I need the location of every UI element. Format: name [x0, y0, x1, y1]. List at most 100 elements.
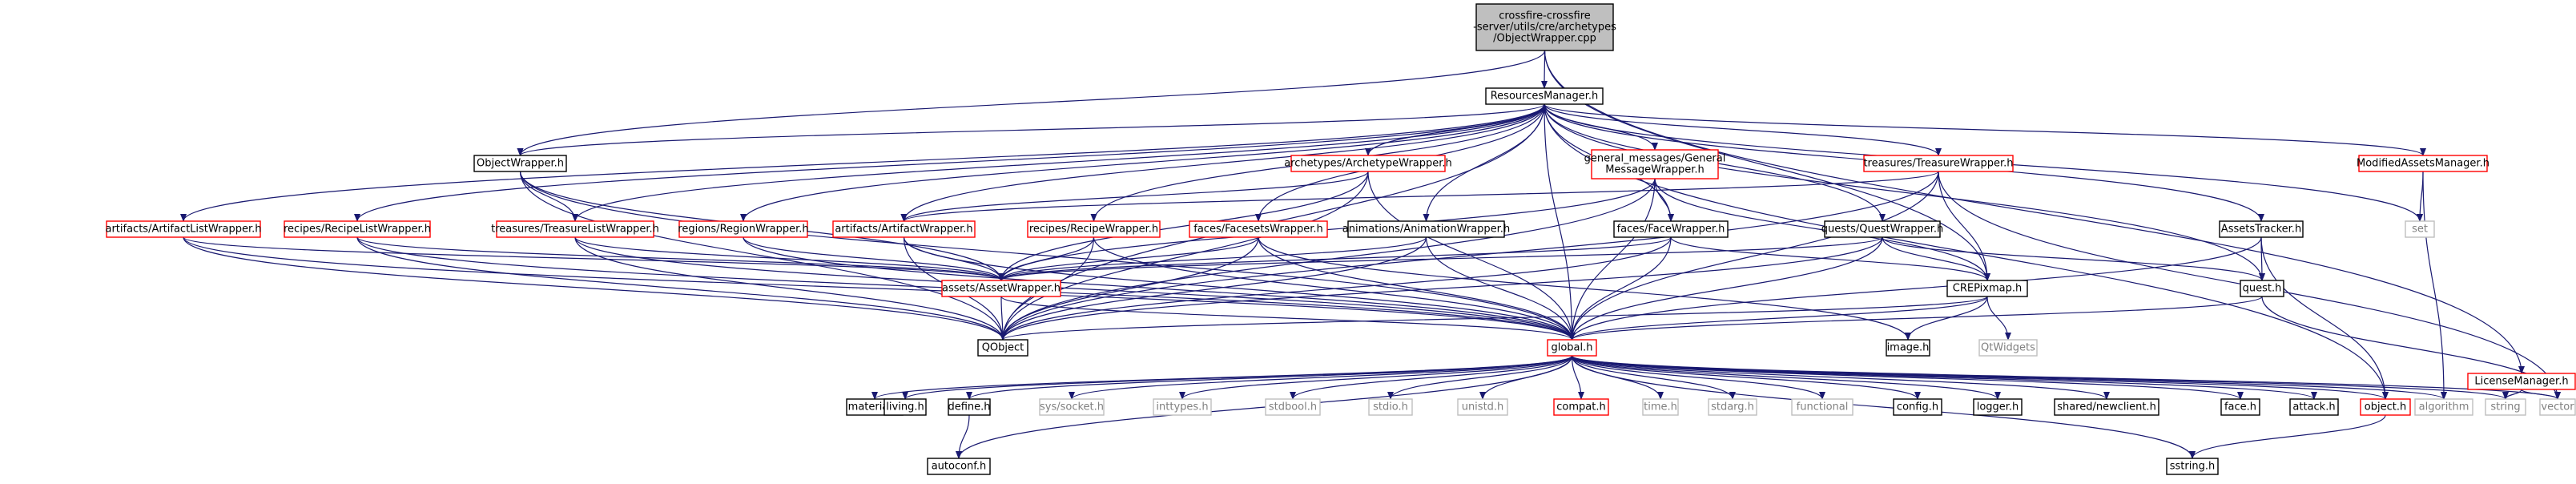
node-unistd[interactable]: unistd.h: [1457, 398, 1508, 416]
node-sstring-box: [2166, 458, 2219, 475]
node-functional[interactable]: functional: [1791, 398, 1854, 416]
edge-global-to-material: [871, 355, 1573, 400]
edge-global-to-functional: [1571, 355, 1825, 400]
node-stdarg[interactable]: stdarg.h: [1708, 398, 1757, 416]
node-quest[interactable]: quest.h: [2240, 280, 2284, 297]
node-attack-label-0: attack.h: [2292, 401, 2335, 413]
node-questwrapper[interactable]: quests/QuestWrapper.h: [1821, 220, 1943, 238]
node-artifactlist[interactable]: artifacts/ArtifactListWrapper.h: [105, 220, 262, 238]
edge-resources-to-treasurelist: [572, 103, 1545, 222]
node-compat-box: [1553, 398, 1609, 416]
node-time[interactable]: time.h: [1642, 398, 1679, 416]
node-resources-label-0: ResourcesManager.h: [1491, 91, 1599, 103]
node-syssocket[interactable]: sys/socket.h: [1039, 398, 1105, 416]
node-stdio[interactable]: stdio.h: [1368, 398, 1413, 416]
node-crepixmap-label-0: CREPixmap.h: [1953, 283, 2022, 295]
node-treasurelist-box: [496, 220, 654, 238]
node-artifactlist-label-0: artifacts/ArtifactListWrapper.h: [105, 224, 261, 236]
node-newclient[interactable]: shared/newclient.h: [2054, 398, 2159, 416]
node-resources[interactable]: ResourcesManager.h: [1485, 87, 1604, 105]
edge-facesetswrapper-to-qobject: [1000, 236, 1259, 341]
edge-animationwrapper-to-global: [1425, 236, 1576, 341]
node-qtwidgets-box: [1978, 339, 2038, 357]
node-set[interactable]: set: [2405, 220, 2435, 238]
edge-facewrapper-to-crepixmap: [1670, 236, 1990, 281]
node-autoconf-label-0: autoconf.h: [932, 461, 987, 473]
node-facesetswrapper-box: [1189, 220, 1328, 238]
node-modifiedassets-box: [2358, 155, 2488, 172]
node-newclient-box: [2054, 398, 2159, 416]
node-algorithm[interactable]: algorithm: [2414, 398, 2473, 416]
node-autoconf[interactable]: autoconf.h: [927, 458, 991, 475]
node-treasurelist[interactable]: treasures/TreasureListWrapper.h: [491, 220, 659, 238]
edge-resources-to-artifactlist: [180, 103, 1545, 222]
edge-treasurelist-to-assetwrapper: [574, 236, 1004, 281]
edge-object-to-sstring: [2189, 414, 2386, 459]
node-stdbool[interactable]: stdbool.h: [1265, 398, 1321, 416]
node-artifactwrapper[interactable]: artifacts/ArtifactWrapper.h: [832, 220, 976, 238]
edge-facesetswrapper-to-assetwrapper: [998, 236, 1259, 281]
node-logger[interactable]: logger.h: [1973, 398, 2023, 416]
edge-global-to-define: [966, 355, 1573, 400]
node-attack[interactable]: attack.h: [2289, 398, 2339, 416]
edge-assetstracker-to-global: [1568, 236, 2262, 341]
node-assetstracker[interactable]: AssetsTracker.h: [2219, 220, 2304, 238]
node-assetstracker-label-0: AssetsTracker.h: [2221, 224, 2301, 236]
edge-generalmessage-to-global: [1568, 178, 1656, 341]
node-licensemanager[interactable]: LicenseManager.h: [2467, 373, 2576, 390]
node-licensemanager-box: [2467, 373, 2576, 390]
edge-crepixmap-to-global: [1568, 296, 1988, 341]
node-assetwrapper[interactable]: assets/AssetWrapper.h: [941, 280, 1061, 297]
edge-root-to-licensemanager: [1544, 50, 2525, 374]
node-image-box: [1886, 339, 1930, 357]
node-living[interactable]: living.h: [883, 398, 927, 416]
edge-assetstracker-to-object: [2260, 236, 2389, 400]
node-global-label-0: global.h: [1551, 342, 1592, 354]
edge-treasurewrapper-to-global: [1568, 171, 1939, 341]
node-stdarg-label-0: stdarg.h: [1711, 401, 1754, 413]
edge-treasurewrapper-to-artifactwrapper: [900, 171, 1939, 222]
edge-regionwrapper-to-assetwrapper: [743, 236, 1004, 281]
edge-archetypewrapper-to-qobject: [1000, 171, 1369, 341]
node-treasurewrapper[interactable]: treasures/TreasureWrapper.h: [1863, 155, 2014, 172]
node-assetstracker-box: [2219, 220, 2304, 238]
node-recipelist-box: [284, 220, 431, 238]
edge-global-to-syssocket: [1069, 355, 1573, 400]
node-facesetswrapper-label-0: faces/FacesetsWrapper.h: [1193, 224, 1322, 236]
node-autoconf-box: [927, 458, 991, 475]
node-animationwrapper[interactable]: animations/AnimationWrapper.h: [1342, 220, 1510, 238]
node-regionwrapper[interactable]: regions/RegionWrapper.h: [678, 220, 809, 238]
node-objectwrapper-box: [473, 155, 567, 172]
node-archetypewrapper[interactable]: archetypes/ArchetypeWrapper.h: [1284, 155, 1452, 172]
node-modifiedassets[interactable]: ModifiedAssetsManager.h: [2357, 155, 2489, 172]
edge-questwrapper-to-qobject: [1000, 236, 1883, 341]
node-define[interactable]: define.h: [948, 398, 991, 416]
node-global[interactable]: global.h: [1547, 339, 1597, 357]
node-recipelist[interactable]: recipes/RecipeListWrapper.h: [284, 220, 431, 238]
node-crepixmap[interactable]: CREPixmap.h: [1946, 280, 2028, 297]
node-vector[interactable]: vector: [2539, 398, 2576, 416]
node-string[interactable]: string: [2485, 398, 2526, 416]
node-face[interactable]: face.h: [2220, 398, 2260, 416]
node-compat[interactable]: compat.h: [1553, 398, 1609, 416]
node-qtwidgets[interactable]: QtWidgets: [1978, 339, 2038, 357]
node-root-label-1: -server/utils/cre/archetypes: [1473, 22, 1616, 34]
node-objectwrapper[interactable]: ObjectWrapper.h: [473, 155, 567, 172]
node-recipewrapper[interactable]: recipes/RecipeWrapper.h: [1027, 220, 1161, 238]
node-unistd-box: [1457, 398, 1508, 416]
node-facewrapper[interactable]: faces/FaceWrapper.h: [1613, 220, 1729, 238]
node-animationwrapper-box: [1347, 220, 1505, 238]
node-newclient-label-0: shared/newclient.h: [2057, 401, 2156, 413]
node-stdbool-label-0: stdbool.h: [1269, 401, 1317, 413]
node-facesetswrapper[interactable]: faces/FacesetsWrapper.h: [1189, 220, 1328, 238]
node-inttypes[interactable]: inttypes.h: [1153, 398, 1212, 416]
node-config[interactable]: config.h: [1893, 398, 1942, 416]
node-image[interactable]: image.h: [1886, 339, 1930, 357]
node-object[interactable]: object.h: [2360, 398, 2411, 416]
node-sstring[interactable]: sstring.h: [2166, 458, 2219, 475]
edge-recipewrapper-to-assetwrapper: [998, 236, 1095, 281]
node-qtwidgets-label-0: QtWidgets: [1981, 342, 2035, 354]
node-qobject[interactable]: QObject: [977, 339, 1028, 357]
